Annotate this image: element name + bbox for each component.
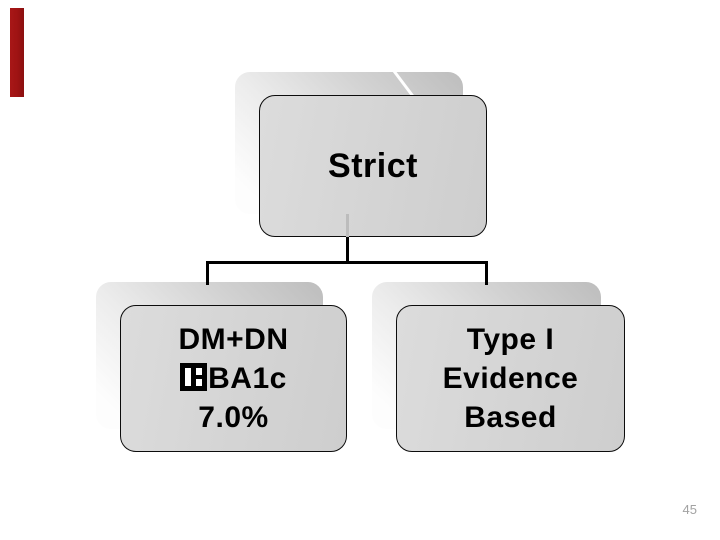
dm-dn-node-line2-text: BA1c	[208, 362, 287, 395]
dm-dn-node-line1: DM+DN	[178, 323, 289, 356]
type-i-node-line3: Based	[464, 401, 557, 434]
connector-stub	[346, 237, 349, 264]
missing-character-box-icon	[180, 363, 208, 391]
dm-dn-node-line2: BA1c	[180, 359, 287, 398]
connector-drop-left	[206, 261, 209, 285]
dm-dn-node-box: DM+DN BA1c 7.0%	[120, 305, 347, 452]
red-accent-bar	[10, 8, 24, 97]
connector-drop-right	[485, 261, 488, 285]
connector-stub-inside-box	[346, 214, 349, 237]
strict-node-label: Strict	[328, 146, 418, 185]
dm-dn-node-line3: 7.0%	[198, 401, 269, 434]
page-number: 45	[682, 502, 697, 517]
type-i-node-line1: Type I	[466, 323, 555, 356]
strict-node-box: Strict	[259, 95, 487, 237]
type-i-node-box: Type I Evidence Based	[396, 305, 625, 452]
connector-horizontal	[206, 261, 488, 264]
type-i-node-line2: Evidence	[442, 362, 579, 395]
